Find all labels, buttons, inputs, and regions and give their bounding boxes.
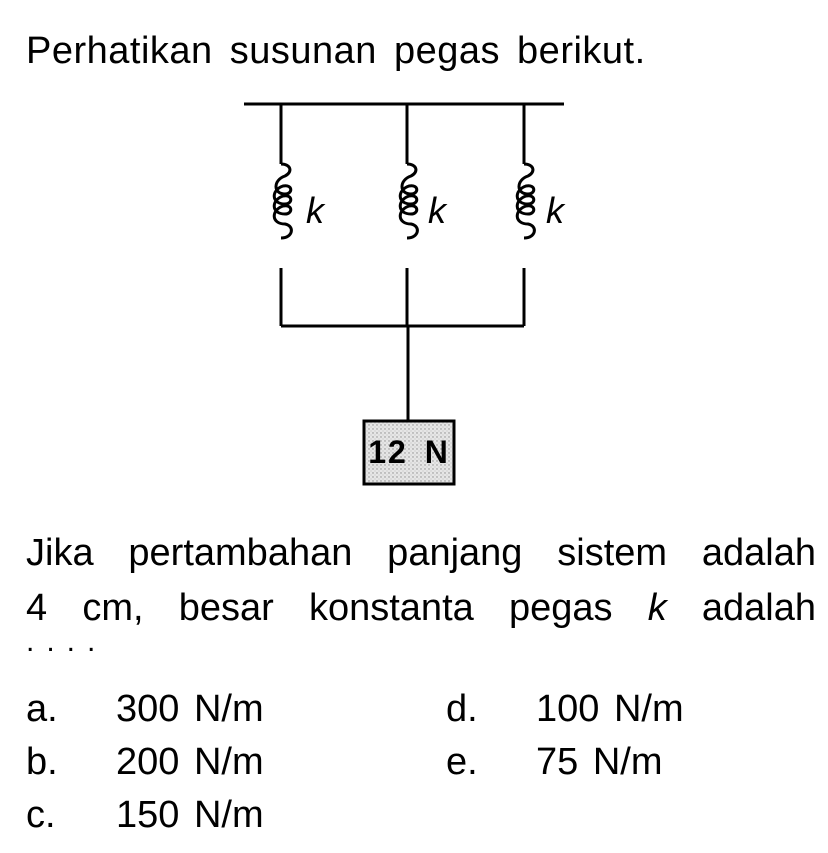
option-value: 75 N/m xyxy=(536,741,663,783)
question-text: Jika pertambahan panjang sistem adalah 4… xyxy=(26,526,816,636)
option-value: 200 N/m xyxy=(116,741,264,783)
spring-label-right: k xyxy=(546,190,564,231)
option-value: 100 N/m xyxy=(536,688,684,730)
option-d[interactable]: d. 100 N/m xyxy=(446,688,684,731)
option-letter: d. xyxy=(446,688,478,730)
spring-label-left: k xyxy=(306,190,324,231)
option-letter: e. xyxy=(446,741,478,783)
option-value: 300 N/m xyxy=(116,688,264,730)
option-value: 150 N/m xyxy=(116,794,264,836)
option-letter: b. xyxy=(26,741,58,783)
variable-k: k xyxy=(647,587,667,629)
spring-left xyxy=(272,104,293,326)
weight-box xyxy=(362,419,456,486)
option-a[interactable]: a. 300 N/m xyxy=(26,688,264,731)
option-letter: a. xyxy=(26,688,58,730)
question-ellipsis: .... xyxy=(26,625,108,658)
question-line-2-end: adalah xyxy=(701,587,817,629)
spring-right xyxy=(515,104,536,326)
spring-middle xyxy=(398,104,419,326)
option-c[interactable]: c. 150 N/m xyxy=(26,794,264,837)
question-line-2-start: 4 cm, besar konstanta pegas xyxy=(26,587,613,629)
question-line-1: Jika pertambahan panjang sistem adalah xyxy=(26,532,816,574)
question-line-2: 4 cm, besar konstanta pegas k adalah xyxy=(26,581,816,636)
weight-label: 12 N xyxy=(368,434,450,470)
option-letter: c. xyxy=(26,794,56,836)
option-b[interactable]: b. 200 N/m xyxy=(26,741,264,784)
option-e[interactable]: e. 75 N/m xyxy=(446,741,662,784)
page-title: Perhatikan susunan pegas berikut. xyxy=(26,30,646,72)
spring-label-middle: k xyxy=(428,190,446,231)
